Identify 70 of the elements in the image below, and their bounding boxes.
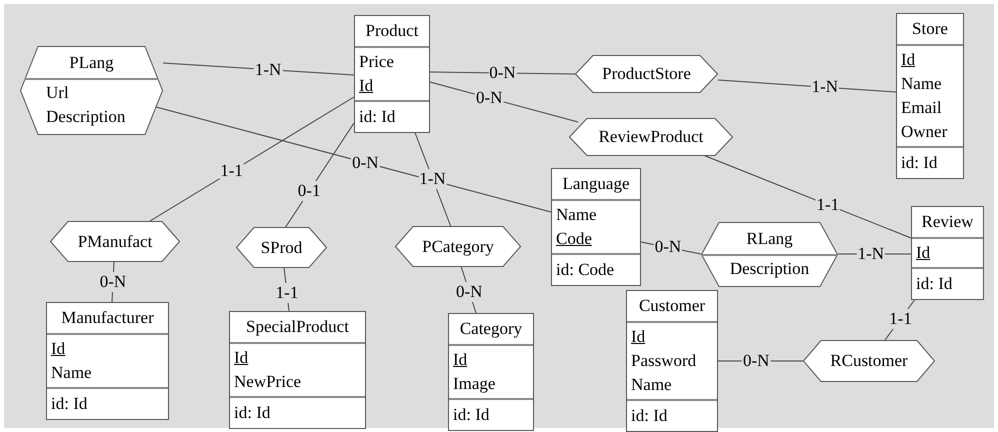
identifier-text: id: Id: [453, 405, 490, 424]
attribute-name: Id: [901, 49, 916, 71]
attribute-name: Id: [631, 326, 646, 348]
attribute-name: Price: [359, 51, 394, 73]
relationship-name: PLang: [69, 52, 114, 74]
attribute-name: Id: [234, 347, 248, 369]
attribute-name: Name: [901, 73, 942, 95]
entity-box: [448, 313, 534, 431]
relationship-hexagon: [569, 118, 733, 156]
attribute-name: Description: [730, 258, 810, 280]
entity-box: [229, 311, 366, 429]
relationship-name: RCustomer: [830, 350, 908, 372]
attribute-name: Id: [359, 75, 374, 97]
relationship-name: ProductStore: [602, 63, 691, 85]
cardinality-label: 0-N: [98, 272, 128, 292]
identifier-text: id: Id: [901, 153, 938, 172]
identifier-text: id: Id: [359, 107, 396, 126]
identifier-text: id: Id: [631, 406, 668, 425]
relationship-hexagon: [701, 222, 838, 287]
cardinality-label: 1-1: [274, 283, 300, 304]
attribute-name: Name: [51, 362, 92, 384]
relationship-hexagon: [575, 55, 718, 93]
entity-box: [896, 13, 964, 179]
entity-box: [626, 290, 718, 432]
attribute-name: Id: [916, 242, 930, 264]
entity-box: [46, 302, 169, 420]
relationship-hexagon: [395, 226, 521, 267]
attribute-name: Name: [556, 204, 597, 226]
relationship-name: PCategory: [422, 236, 494, 258]
attribute-name: Password: [631, 350, 696, 372]
entity-name: Store: [912, 19, 948, 38]
relationship-name: ReviewProduct: [598, 126, 704, 148]
relationship-hexagon: [803, 340, 935, 382]
connector-line: [702, 154, 912, 238]
attribute-name: NewPrice: [234, 371, 302, 393]
cardinality-label: 0-1: [296, 181, 322, 202]
entity-box: [551, 168, 641, 286]
entity-box: [354, 15, 430, 133]
relationship-hexagon: [50, 221, 180, 262]
attribute-name: Email: [901, 97, 942, 119]
entity-name: Customer: [638, 296, 706, 315]
attribute-name: Id: [453, 349, 468, 371]
identifier-text: id: Code: [556, 260, 614, 279]
cardinality-label: 1-1: [888, 309, 913, 329]
relationship-hexagon: [236, 227, 327, 268]
entity-name: Product: [366, 21, 418, 40]
relationship-hexagon: [20, 46, 163, 135]
entity-name: SpecialProduct: [246, 317, 349, 336]
attribute-name: Description: [46, 106, 126, 128]
identifier-text: id: Id: [916, 274, 952, 293]
attribute-name: Image: [453, 373, 496, 395]
connector-line: [150, 96, 354, 222]
attribute-name: Owner: [901, 121, 948, 143]
identifier-text: id: Id: [234, 403, 270, 422]
cardinality-label: 0-N: [455, 282, 484, 302]
entity-name: Category: [460, 319, 522, 338]
identifier-text: id: Id: [51, 394, 88, 413]
entity-name: Review: [922, 212, 974, 231]
attribute-name: Code: [556, 228, 592, 250]
cardinality-label: 1-1: [219, 161, 244, 182]
attribute-name: Id: [51, 338, 66, 360]
relationship-name: PManufact: [78, 230, 152, 252]
entity-name: Manufacturer: [61, 308, 154, 327]
entity-box: [911, 206, 984, 300]
attribute-name: Name: [631, 374, 672, 396]
entity-name: Language: [562, 174, 630, 193]
relationship-name: RLang: [746, 228, 793, 250]
cardinality-label: 1-N: [418, 168, 447, 188]
relationship-name: SProd: [260, 236, 302, 258]
attribute-name: Url: [46, 82, 69, 104]
